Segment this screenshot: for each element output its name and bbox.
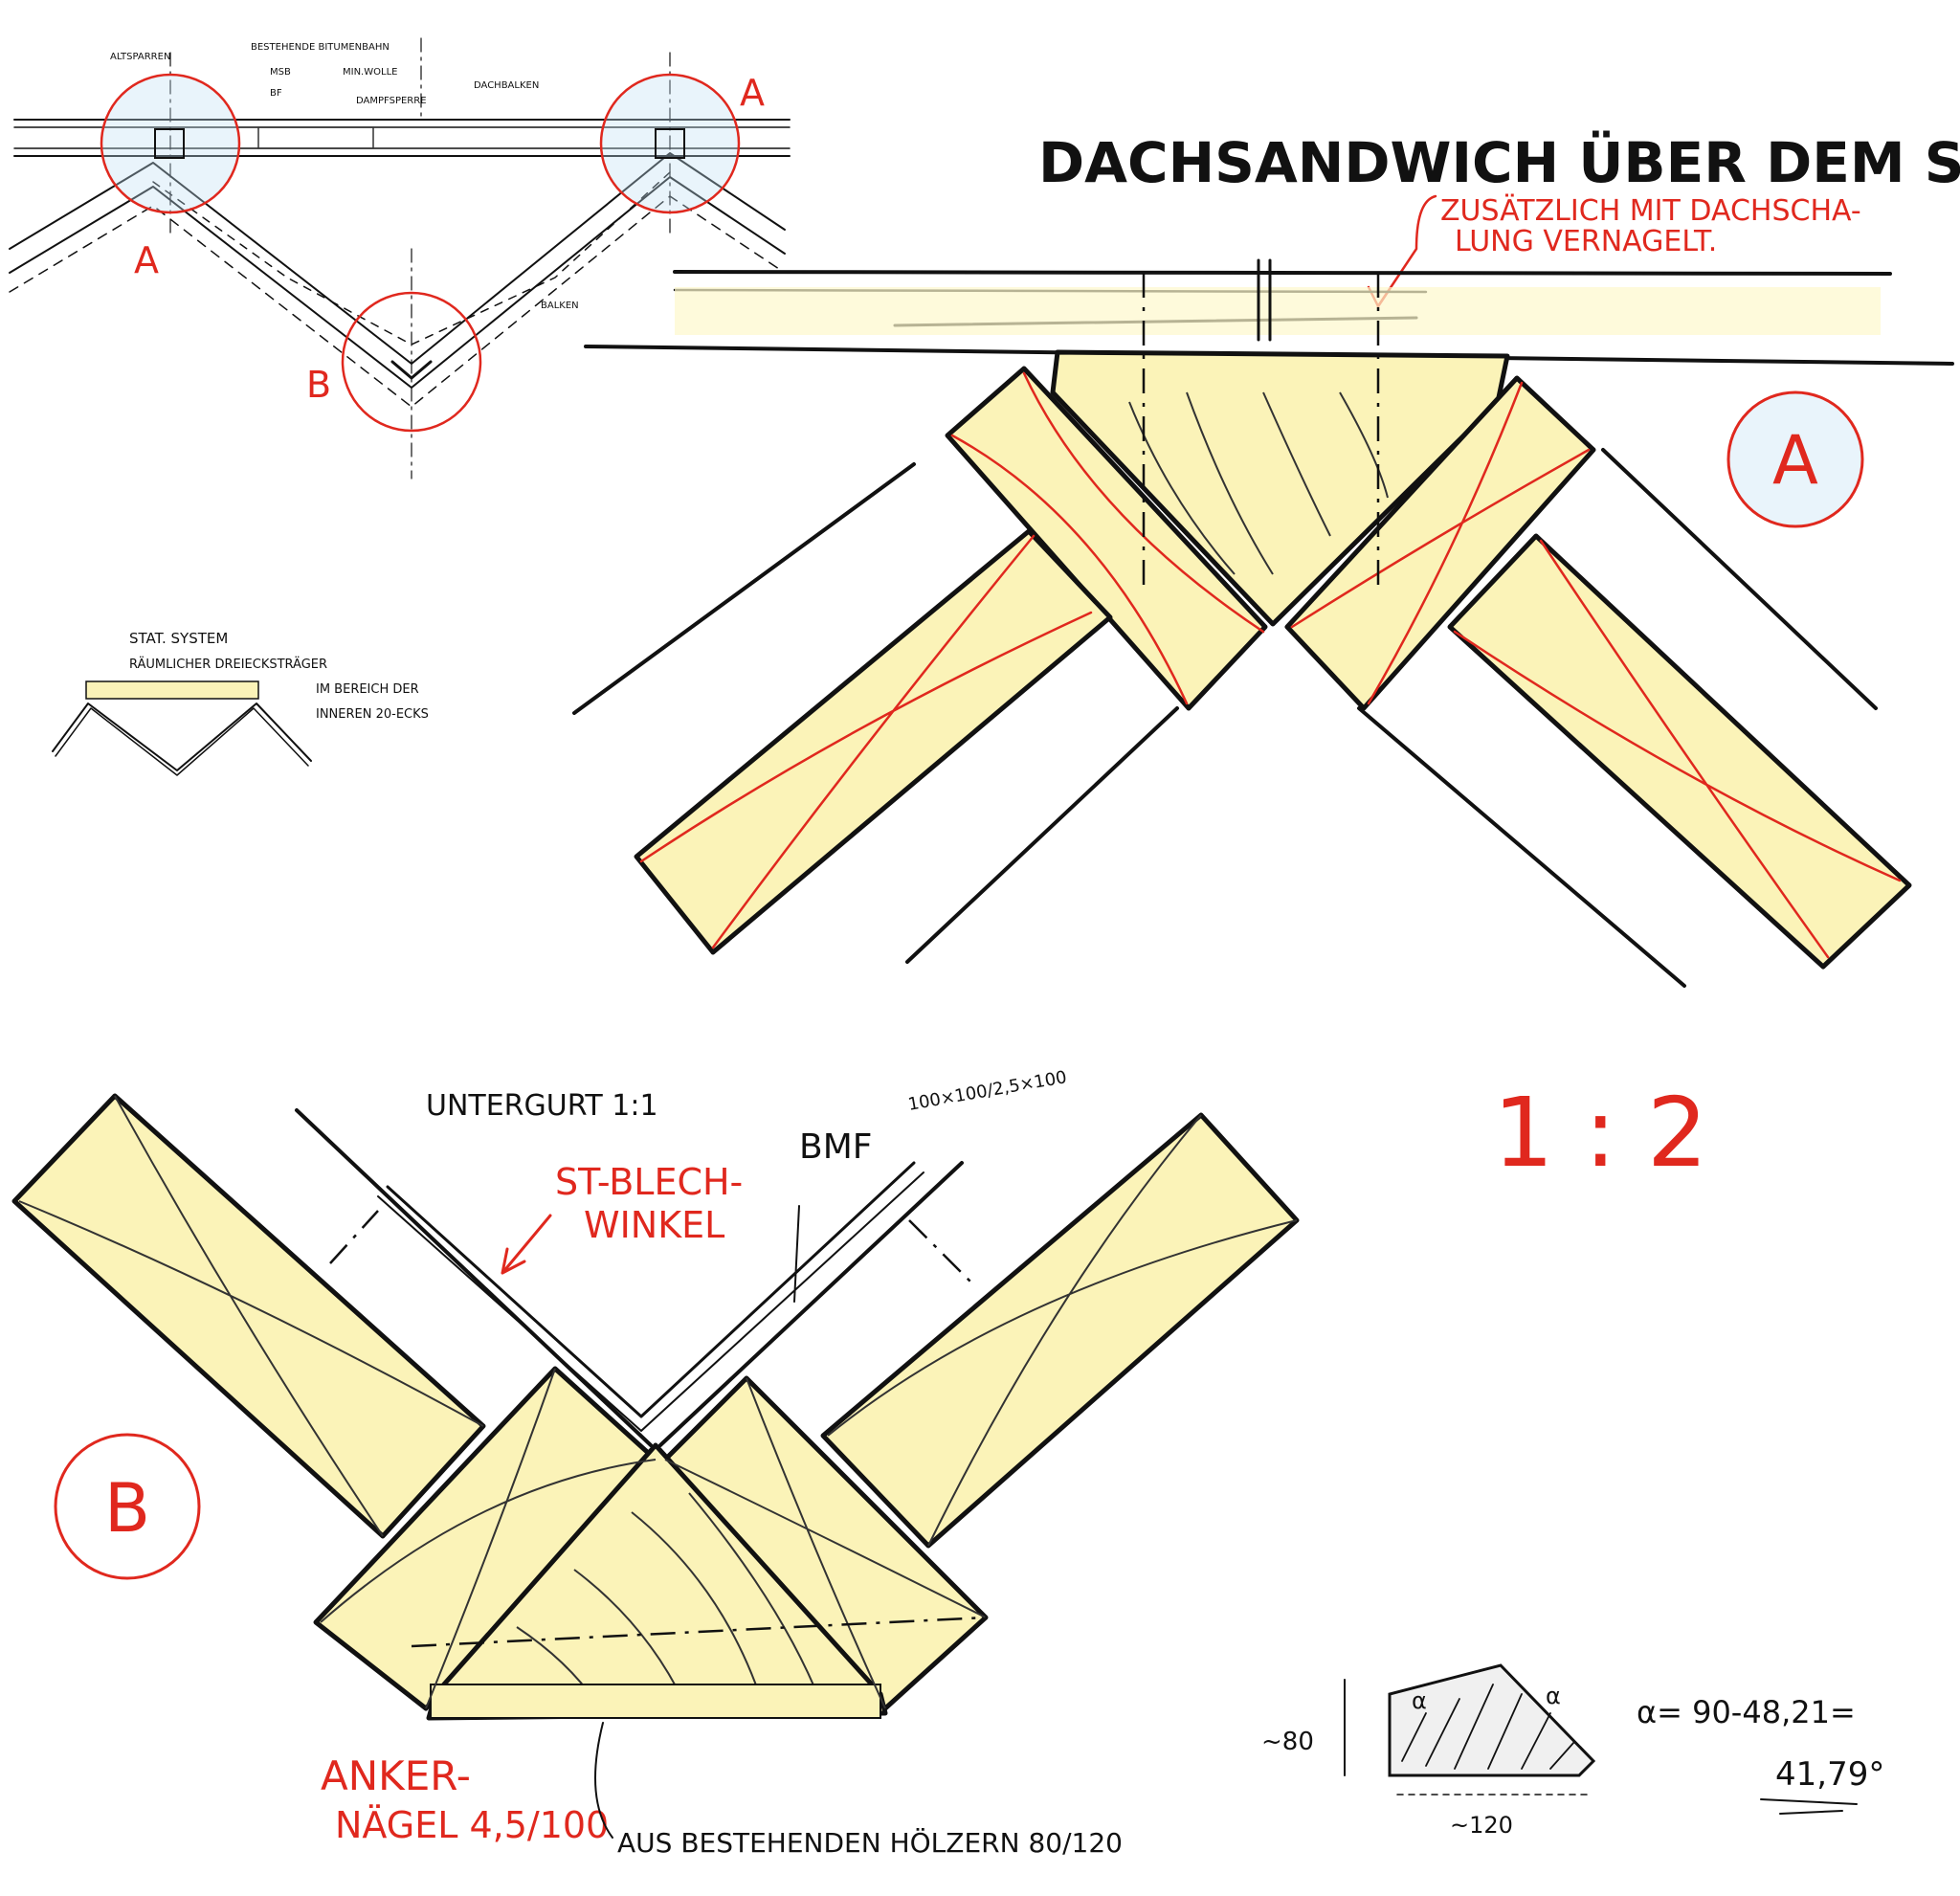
overview-circle-a-right xyxy=(599,73,741,214)
detail-b-anker-line1: ANKER- xyxy=(321,1752,471,1799)
detail-b-anker-line2: NÄGEL 4,5/100 xyxy=(335,1804,609,1846)
detail-b-marker-circle xyxy=(54,1433,201,1580)
angle-calc-formula: α= 90-48,21= xyxy=(1637,1694,1856,1730)
overview-marker-a-right: A xyxy=(740,72,765,114)
sheet-title: DACHSANDWICH ÜBER DEM SAAL xyxy=(1038,129,1960,195)
detail-b-arm-left xyxy=(11,1093,486,1539)
overview-marker-b: B xyxy=(306,364,331,406)
label-dachbalken: DACHBALKEN xyxy=(474,80,539,91)
detail-b-untergurt: UNTERGURT 1:1 xyxy=(426,1089,658,1123)
detail-a-marker-circle xyxy=(1726,390,1864,528)
detail-b-marker: B xyxy=(104,1469,150,1548)
detail-b-bmf-dims: 100×100/2,5×100 xyxy=(906,1067,1068,1115)
angle-calc-width: ~120 xyxy=(1450,1812,1513,1839)
label-msb: MSB xyxy=(270,67,291,78)
label-bf: BF xyxy=(270,88,282,99)
detail-a-diagonal-right-upper xyxy=(1284,375,1596,711)
detail-a: A xyxy=(572,258,1954,988)
detail-b-bmf: BMF xyxy=(799,1127,872,1167)
angle-calc-result: 41,79° xyxy=(1775,1755,1884,1794)
label-mineralwolle: MIN.WOLLE xyxy=(343,67,397,78)
scale-label: 1 : 2 xyxy=(1493,1077,1708,1189)
overview-sketch: A A B ALTSPARREN BESTEHENDE BITUMENBAHN … xyxy=(9,37,791,480)
detail-b: UNTERGURT 1:1 BMF 100×100/2,5×100 ST-BLE… xyxy=(11,1067,1300,1859)
angle-calc-height: ~80 xyxy=(1261,1728,1314,1756)
detail-b-bestehend: AUS BESTEHENDEN HÖLZERN 80/120 xyxy=(617,1826,1123,1859)
detail-b-blech-line1: ST-BLECH- xyxy=(555,1161,743,1203)
label-balken-right: BALKEN xyxy=(541,301,579,311)
static-system-sketch: STAT. SYSTEM RÄUMLICHER DREIECKSTRÄGER I… xyxy=(52,630,429,776)
overview-marker-a-left: A xyxy=(134,239,159,281)
static-system-line4: INNEREN 20-ECKS xyxy=(316,707,429,722)
detail-a-marker: A xyxy=(1772,421,1818,500)
static-system-line3: IM BEREICH DER xyxy=(316,682,419,697)
static-system-line1: STAT. SYSTEM xyxy=(129,630,228,647)
note-red-line1: ZUSÄTZLICH MIT DACHSCHA- xyxy=(1440,193,1861,228)
label-altsparren: ALTSPARREN xyxy=(110,52,170,62)
detail-b-blech-line2: WINKEL xyxy=(584,1204,724,1246)
angle-calc-alpha-right: α xyxy=(1546,1683,1561,1709)
label-bestehende-bitumenbahn: BESTEHENDE BITUMENBAHN xyxy=(251,42,390,53)
detail-a-diagonal-right-lower xyxy=(1447,533,1912,970)
angle-calc-sketch: ~80 ~120 α α α= 90-48,21= 41,79° xyxy=(1261,1663,1884,1839)
angle-calc-alpha-left: α xyxy=(1412,1687,1427,1714)
overview-circle-b xyxy=(341,291,482,433)
note-red-line2: LUNG VERNAGELT. xyxy=(1455,225,1717,258)
label-dampfsperre: DAMPFSPERRE xyxy=(356,96,427,106)
note-red-bracket xyxy=(1376,194,1437,308)
detail-a-chord-block xyxy=(1050,349,1510,627)
detail-a-diagonal-left-lower xyxy=(634,528,1113,955)
static-system-line2: RÄUMLICHER DREIECKSTRÄGER xyxy=(129,657,327,672)
overview-circle-a-left xyxy=(100,73,241,214)
